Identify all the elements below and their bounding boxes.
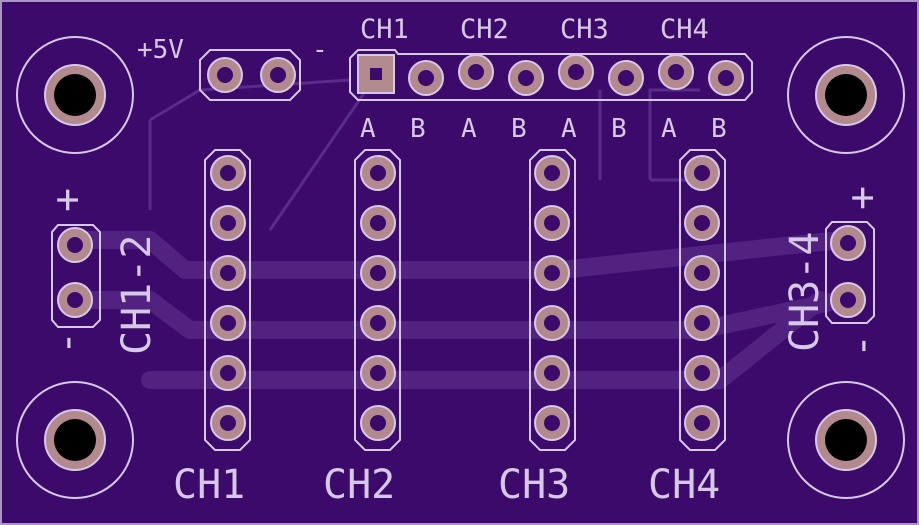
left-connector-plus: + [44, 188, 90, 212]
header-pin-6-drill [618, 70, 634, 86]
mount-hole-tr [787, 36, 905, 154]
header-pin-4-drill [518, 70, 534, 86]
bottom-label-ch4: CH4 [648, 462, 720, 508]
ch4-pad-3-drill [694, 265, 710, 281]
bottom-label-ch3: CH3 [498, 462, 570, 508]
mount-hole-br [787, 381, 905, 499]
ch4-pad-5-drill [694, 365, 710, 381]
column-pads [210, 155, 720, 441]
header-pin-3-drill [468, 64, 484, 80]
ch2-pad-5-drill [370, 365, 386, 381]
bottom-label-ch1: CH1 [173, 462, 245, 508]
ch1-pad-2-drill [220, 215, 236, 231]
right-connector [825, 221, 875, 324]
mounting-holes [16, 36, 905, 499]
ch3-pad-5-drill [544, 365, 560, 381]
ch1-pad-6-drill [220, 415, 236, 431]
ch4-pad-2-drill [694, 215, 710, 231]
ch4-pad-6-drill [694, 415, 710, 431]
pin-label-2: B [410, 114, 426, 144]
ch4-pad-4-drill [694, 315, 710, 331]
ch3-pad-2-drill [544, 215, 560, 231]
right-connector-label: CH3-4 [782, 232, 828, 352]
left-connector-label: CH1-2 [114, 235, 160, 355]
header-pin-8-drill [718, 70, 734, 86]
top-label-ch2: CH2 [460, 14, 509, 45]
ground-label: - [312, 35, 328, 65]
ch1-pad-3-drill [220, 265, 236, 281]
pin-label-6: B [611, 114, 627, 144]
traces [71, 231, 849, 389]
mount-hole-bl [16, 381, 134, 499]
ch2-pad-1-drill [370, 165, 386, 181]
ch1-pad-4-drill [220, 315, 236, 331]
ch1-pad-1-drill [220, 165, 236, 181]
ch2-pad-3-drill [370, 265, 386, 281]
right-connector-minus: - [839, 334, 885, 358]
ch2-pad-2-drill [370, 215, 386, 231]
pin-label-7: A [661, 114, 677, 144]
ch3-pad-4-drill [544, 315, 560, 331]
ch3-pad-3-drill [544, 265, 560, 281]
ch2-column-outline [354, 149, 401, 451]
ch3-pad-1-drill [544, 165, 560, 181]
left-connector [51, 224, 101, 328]
ch4-pad-1-drill [694, 165, 710, 181]
pin-label-5: A [561, 114, 577, 144]
pin-labels: A B A B A B A B [360, 114, 727, 144]
ch3-column-outline [529, 149, 576, 451]
bottom-label-ch2: CH2 [323, 462, 395, 508]
channel-columns [204, 149, 726, 451]
power-label: +5V [137, 35, 184, 65]
channel-header [349, 49, 753, 101]
ch3-pad-6-drill [544, 415, 560, 431]
top-label-ch1: CH1 [360, 14, 409, 45]
ch2-pad-6-drill [370, 415, 386, 431]
header-pin-7-drill [668, 64, 684, 80]
ch1-column-outline [204, 149, 251, 451]
header-pin-2-drill [418, 70, 434, 86]
right-connector-plus: + [839, 186, 885, 210]
mount-hole-tl [16, 36, 134, 154]
ch2-pad-4-drill [370, 315, 386, 331]
left-connector-minus: - [44, 331, 90, 355]
top-label-ch4: CH4 [660, 14, 709, 45]
ch4-column-outline [679, 149, 726, 451]
power-header [199, 49, 301, 101]
pin-label-8: B [711, 114, 727, 144]
header-pin-5-drill [568, 64, 584, 80]
pin-label-4: B [511, 114, 527, 144]
pin-label-1: A [360, 114, 376, 144]
top-channel-labels: CH1 CH2 CH3 CH4 [360, 14, 709, 45]
ch1-pad-5-drill [220, 365, 236, 381]
pin-label-3: A [461, 114, 477, 144]
bottom-channel-labels: CH1 CH2 CH3 CH4 [173, 462, 720, 508]
top-label-ch3: CH3 [560, 14, 609, 45]
